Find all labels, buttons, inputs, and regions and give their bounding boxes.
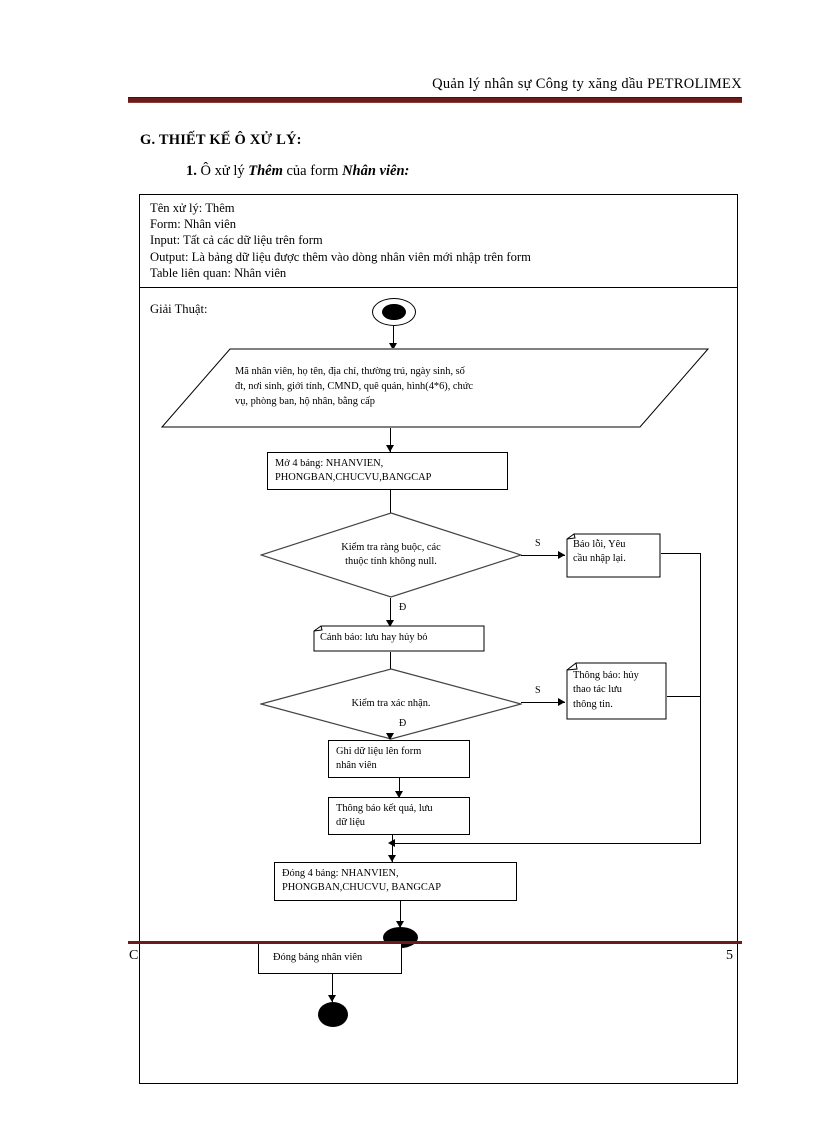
connector-decision2-no (521, 702, 565, 703)
info-line-input: Input: Tất cả các dữ liệu trên form (150, 233, 323, 248)
note-shape-outline (566, 662, 667, 720)
decision2-text: Kiểm tra xác nhận. (351, 698, 431, 709)
arrowhead-input-to-open-tables (386, 445, 394, 452)
cancel-note-line-1: Thông báo: hủy (573, 670, 639, 681)
process-close-tables: Đóng 4 bảng: NHANVIEN, PHONGBAN,CHUCVU, … (274, 862, 517, 901)
process-info-block: Tên xử lý: Thêm Form: Nhân viên Input: T… (150, 200, 531, 281)
cancel-note-text: Thông báo: hủy thao tác lưu thông tin. (573, 669, 663, 712)
arrowhead-start-to-input (389, 343, 397, 350)
open-tables-line-1: Mở 4 bảng: NHANVIEN, (275, 458, 384, 469)
flowchart-frame (139, 194, 738, 1084)
connector-warning-to-decision2 (390, 652, 391, 680)
info-line-name: Tên xử lý: Thêm (150, 201, 235, 215)
close-tables-line-1: Đóng 4 bảng: NHANVIEN, (282, 868, 399, 879)
decision1-no-label: S (535, 538, 541, 549)
connector-report-to-close-tables (392, 835, 393, 862)
info-line-output: Output: Là bảng dữ liệu được thêm vào dò… (150, 249, 531, 264)
arrowhead-decision2-yes (386, 733, 394, 740)
connector-write-to-report (399, 778, 400, 798)
input-text: Mã nhân viên, họ tên, địa chỉ, thường tr… (235, 364, 535, 410)
write-form-line-2: nhân viên (336, 759, 377, 771)
decision2-no-label: S (535, 685, 541, 696)
footer-rule (128, 941, 742, 944)
arrowhead-decision2-no (558, 698, 565, 706)
decision1-yes-label: Đ (399, 602, 407, 613)
connector-cancel-to-return-bus (667, 696, 701, 697)
page-header-title: Quản lý nhân sự Công ty xăng dầu PETROLI… (432, 76, 742, 92)
note-shape-outline (313, 625, 485, 652)
header-rule (128, 97, 742, 103)
report-result-line-2: dữ liệu (336, 816, 366, 828)
subsection-heading: 1. Ô xử lý Thêm của form Nhân viên: (186, 163, 409, 180)
start-terminator-dot (382, 303, 406, 321)
algorithm-label: Giải Thuật: (150, 302, 208, 316)
info-separator (139, 287, 738, 288)
connector-start-to-input (393, 326, 394, 350)
arrowhead-close-tables-to-mid-terminator (396, 921, 404, 928)
subsection-emphasis-2: Nhân viên: (342, 163, 410, 179)
note-shape-outline (566, 533, 661, 578)
close-tables-line-2: PHONGBAN,CHUCVU, BANGCAP (282, 881, 442, 893)
decision-check-confirmation: Kiểm tra xác nhận. (260, 668, 522, 740)
arrowhead-report-to-close-tables (388, 855, 396, 862)
error-note-line-1: Báo lỗi, Yêu (573, 539, 626, 550)
connector-decision1-no (521, 555, 565, 556)
start-terminator-icon (372, 298, 416, 326)
input-text-line-1: Mã nhân viên, họ tên, địa chỉ, thường tr… (235, 366, 465, 377)
return-bus-horizontal (392, 843, 701, 844)
info-line-table: Table liên quan: Nhân viên (150, 265, 287, 280)
input-parallelogram: Mã nhân viên, họ tên, địa chỉ, thường tr… (161, 348, 709, 428)
section-heading: G. THIẾT KẾ Ô XỬ LÝ: (140, 132, 302, 148)
note-cancel-message: Thông báo: hủy thao tác lưu thông tin. (566, 662, 667, 720)
close-employee-table-text: Đóng bảng nhân viên (273, 952, 363, 964)
error-note-text: Báo lỗi, Yêu cầu nhập lại. (573, 538, 657, 567)
arrowhead-return-bus (388, 839, 395, 847)
process-write-form-data: Ghi dữ liệu lên form nhân viên (328, 740, 470, 778)
subsection-prefix: Ô xử lý (200, 163, 245, 179)
footer-left-text: C (129, 948, 139, 963)
subsection-emphasis-1: Thêm (248, 163, 283, 179)
connector-error-to-return-bus (661, 553, 701, 554)
diamond-outline (260, 512, 522, 598)
process-open-tables: Mở 4 bảng: NHANVIEN, PHONGBAN,CHUCVU,BAN… (267, 452, 508, 490)
info-line-form: Form: Nhân viên (150, 217, 237, 232)
decision1-line-1: Kiểm tra ràng buộc, các (341, 542, 441, 553)
warning-note-text: Cảnh báo: lưu hay hủy bỏ (320, 632, 428, 643)
note-error-message: Báo lỗi, Yêu cầu nhập lại. (566, 533, 661, 578)
arrowhead-decision1-no (558, 551, 565, 559)
end-terminator-icon (318, 1002, 348, 1027)
connector-close-tables-to-mid-terminator (400, 901, 401, 927)
connector-input-to-open-tables (390, 428, 391, 452)
input-text-line-3: vụ, phòng ban, hộ nhân, bằng cấp (235, 396, 375, 408)
process-close-employee-table: Đóng bảng nhân viên (258, 942, 402, 974)
connector-open-tables-to-decision1 (390, 490, 391, 522)
arrowhead-close-employee-to-end (328, 995, 336, 1002)
decision2-yes-label: Đ (399, 718, 407, 729)
cancel-note-line-3: thông tin. (573, 698, 613, 710)
decision1-line-2: thuộc tính không null. (345, 556, 437, 567)
process-report-result: Thông báo kết quả, lưu dữ liệu (328, 797, 470, 835)
subsection-number: 1. (186, 163, 197, 179)
parallelogram-outline (161, 348, 709, 428)
report-result-line-1: Thông báo kết quả, lưu (336, 803, 433, 814)
decision1-text: Kiểm tra ràng buộc, các thuộc tính không… (260, 512, 522, 598)
cancel-note-line-2: thao tác lưu (573, 684, 622, 696)
input-text-line-2: đt, nơi sinh, giới tính, CMND, quê quán,… (235, 381, 473, 393)
note-save-warning: Cảnh báo: lưu hay hủy bỏ (313, 625, 485, 652)
arrowhead-write-to-report (395, 791, 403, 798)
subsection-middle: của form (286, 163, 339, 179)
decision-check-constraints: Kiểm tra ràng buộc, các thuộc tính không… (260, 512, 522, 598)
connector-decision1-yes (390, 598, 391, 628)
footer-page-number: 5 (726, 948, 733, 963)
write-form-line-1: Ghi dữ liệu lên form (336, 746, 422, 757)
return-bus-vertical (700, 553, 701, 844)
open-tables-line-2: PHONGBAN,CHUCVU,BANGCAP (275, 471, 432, 483)
error-note-line-2: cầu nhập lại. (573, 553, 626, 565)
connector-close-employee-to-end (332, 974, 333, 1002)
arrowhead-decision1-yes (386, 620, 394, 627)
